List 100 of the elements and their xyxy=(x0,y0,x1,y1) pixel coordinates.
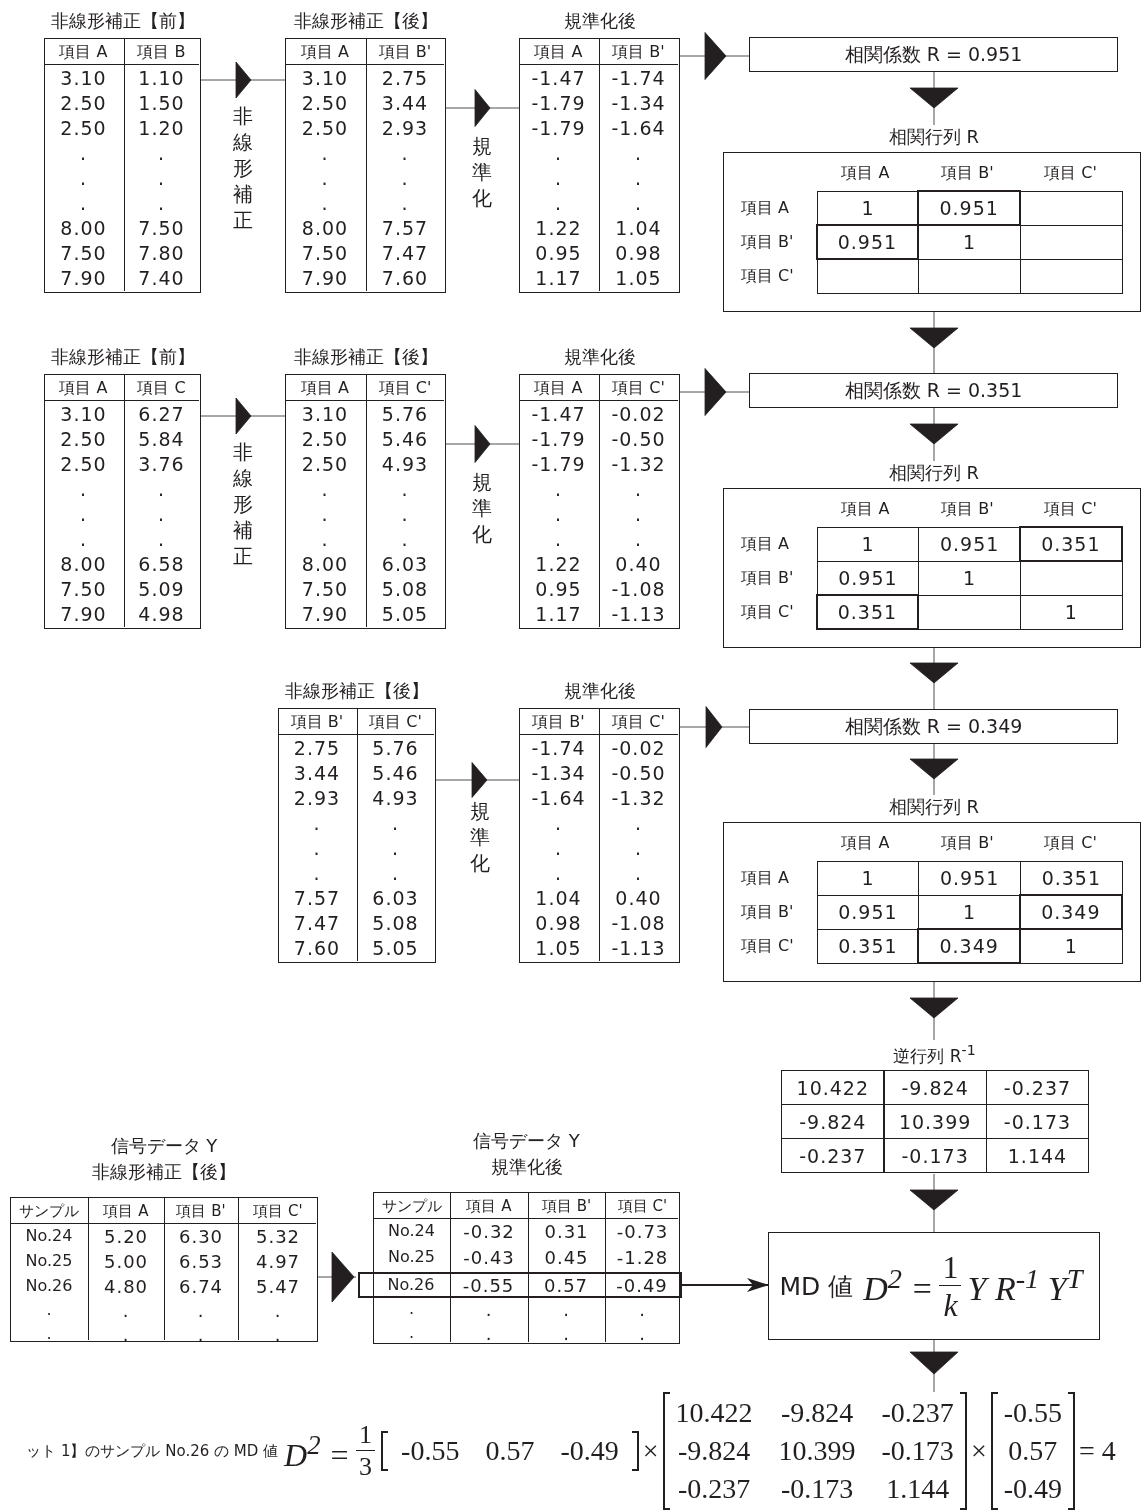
table-value: . xyxy=(635,194,642,214)
table-title: 非線形補正【後】 xyxy=(293,348,438,366)
table-title: 非線形補正【前】 xyxy=(50,348,195,366)
table-value: No.25 xyxy=(25,1253,73,1269)
matrix-cell: 0.349 xyxy=(1018,893,1123,930)
operator: × xyxy=(970,1437,987,1465)
highlighted-row xyxy=(358,1272,682,1298)
column-header: 項目 A xyxy=(59,44,108,60)
table-value: . xyxy=(401,504,409,524)
table-value: . xyxy=(635,143,642,163)
column-header: 項目 B' xyxy=(541,1199,592,1214)
column-header: 項目 A xyxy=(59,380,108,396)
table-value: . xyxy=(401,479,409,499)
math-term: Y R$^{-1}$ Y$^{T}$ xyxy=(967,1265,1085,1307)
table-value: . xyxy=(635,864,642,884)
table-title: 非線形補正【前】 xyxy=(50,12,195,30)
table-value: 1.05 xyxy=(535,939,582,959)
table-value: . xyxy=(158,504,165,524)
denominator: 3 xyxy=(359,1451,373,1480)
table-value: 6.03 xyxy=(381,555,429,575)
table-value: 7.47 xyxy=(293,914,341,934)
matrix-title: 相関行列 R xyxy=(888,128,980,146)
table-value: . xyxy=(555,168,562,188)
matrix-entry: -0.173 xyxy=(780,1475,854,1503)
column-header: 項目 A xyxy=(301,44,349,60)
table-value: -1.47 xyxy=(531,404,586,424)
table-value: 0.98 xyxy=(535,914,582,934)
table-value: -1.79 xyxy=(531,118,586,138)
table-value: 3.10 xyxy=(60,404,107,424)
table-value: No.24 xyxy=(25,1228,73,1244)
table-value: 0.95 xyxy=(535,244,582,264)
table-value: -1.08 xyxy=(611,914,666,934)
table-value: . xyxy=(635,530,642,550)
table-value: . xyxy=(401,194,409,214)
table-value: . xyxy=(313,838,321,858)
arrow xyxy=(909,743,959,796)
table-value: . xyxy=(158,530,165,550)
matrix-cell: 0.351 xyxy=(1018,525,1123,562)
matrix-cell: 0.351 xyxy=(1019,860,1123,896)
numerator: 1 xyxy=(356,1422,376,1451)
row-header: 項目 C' xyxy=(741,937,794,954)
edge-label: 非線形補正 xyxy=(232,103,254,233)
table-value: -1.28 xyxy=(616,1249,669,1267)
table-value: 1.50 xyxy=(138,93,185,113)
table-value: 2.50 xyxy=(60,93,107,113)
table-value: 2.93 xyxy=(293,788,341,808)
table-value: 3.44 xyxy=(293,763,341,783)
table-value: 7.47 xyxy=(381,244,429,264)
table-value: 1.04 xyxy=(535,889,582,909)
table-value: 1.20 xyxy=(138,118,185,138)
table-value: 4.80 xyxy=(103,1278,149,1296)
column-header: 項目 A xyxy=(841,501,890,517)
table-value: 3.10 xyxy=(60,68,107,88)
table-value: 7.50 xyxy=(138,219,185,239)
column-header: 項目 C' xyxy=(369,714,422,730)
table-value: 3.44 xyxy=(381,93,429,113)
table-value: . xyxy=(563,1301,570,1319)
table-value: 0.31 xyxy=(544,1223,589,1241)
table-value: -1.64 xyxy=(531,788,586,808)
table-value: 2.50 xyxy=(301,93,349,113)
table-value: . xyxy=(321,194,329,214)
matrix-cell: -0.237 xyxy=(985,1070,1090,1106)
matrix-cell: 10.422 xyxy=(781,1070,885,1106)
matrix-cell: 1 xyxy=(1019,594,1123,630)
table-value: . xyxy=(122,1302,130,1320)
arrow xyxy=(445,89,520,127)
math-term: D$^{2}$ = xyxy=(863,1265,934,1307)
column-header: 項目 B' xyxy=(941,835,994,851)
table-value: 6.74 xyxy=(178,1278,224,1296)
table-value: 5.46 xyxy=(372,763,419,783)
edge-label: 規準化 xyxy=(469,798,491,876)
table-value: -1.13 xyxy=(611,939,666,959)
table-value: . xyxy=(635,168,642,188)
table-value: -1.08 xyxy=(611,580,666,600)
table-value: 0.57 xyxy=(543,1277,589,1295)
table-value: . xyxy=(408,1301,415,1317)
table-title: 非線形補正【後】 xyxy=(293,12,438,30)
table-value: 7.57 xyxy=(381,219,429,239)
column-header: サンプル xyxy=(381,1199,442,1214)
table-value: 6.53 xyxy=(178,1253,224,1271)
table-value: . xyxy=(639,1301,646,1319)
math-term: D$^{2}$ = xyxy=(284,1431,351,1471)
table-value: . xyxy=(80,194,87,214)
column-header: 項目 A xyxy=(534,380,583,396)
table-value: -1.13 xyxy=(611,605,666,625)
table-value: 2.50 xyxy=(301,429,349,449)
table-value: 2.50 xyxy=(60,118,107,138)
matrix-cell: 1 xyxy=(816,860,920,896)
table-value: . xyxy=(80,479,87,499)
table-value: . xyxy=(485,1325,493,1343)
table-value: 7.60 xyxy=(293,939,341,959)
table-value: 6.27 xyxy=(138,404,185,424)
table-value: -0.43 xyxy=(463,1249,515,1267)
table-value: . xyxy=(158,194,165,214)
table-value: 1.17 xyxy=(535,269,582,289)
table-value: . xyxy=(555,504,562,524)
table-value: 6.58 xyxy=(138,555,185,575)
table-value: 0.45 xyxy=(544,1249,589,1267)
table-title: 信号データ Y xyxy=(473,1132,580,1150)
column-header: 項目 B xyxy=(137,44,186,60)
